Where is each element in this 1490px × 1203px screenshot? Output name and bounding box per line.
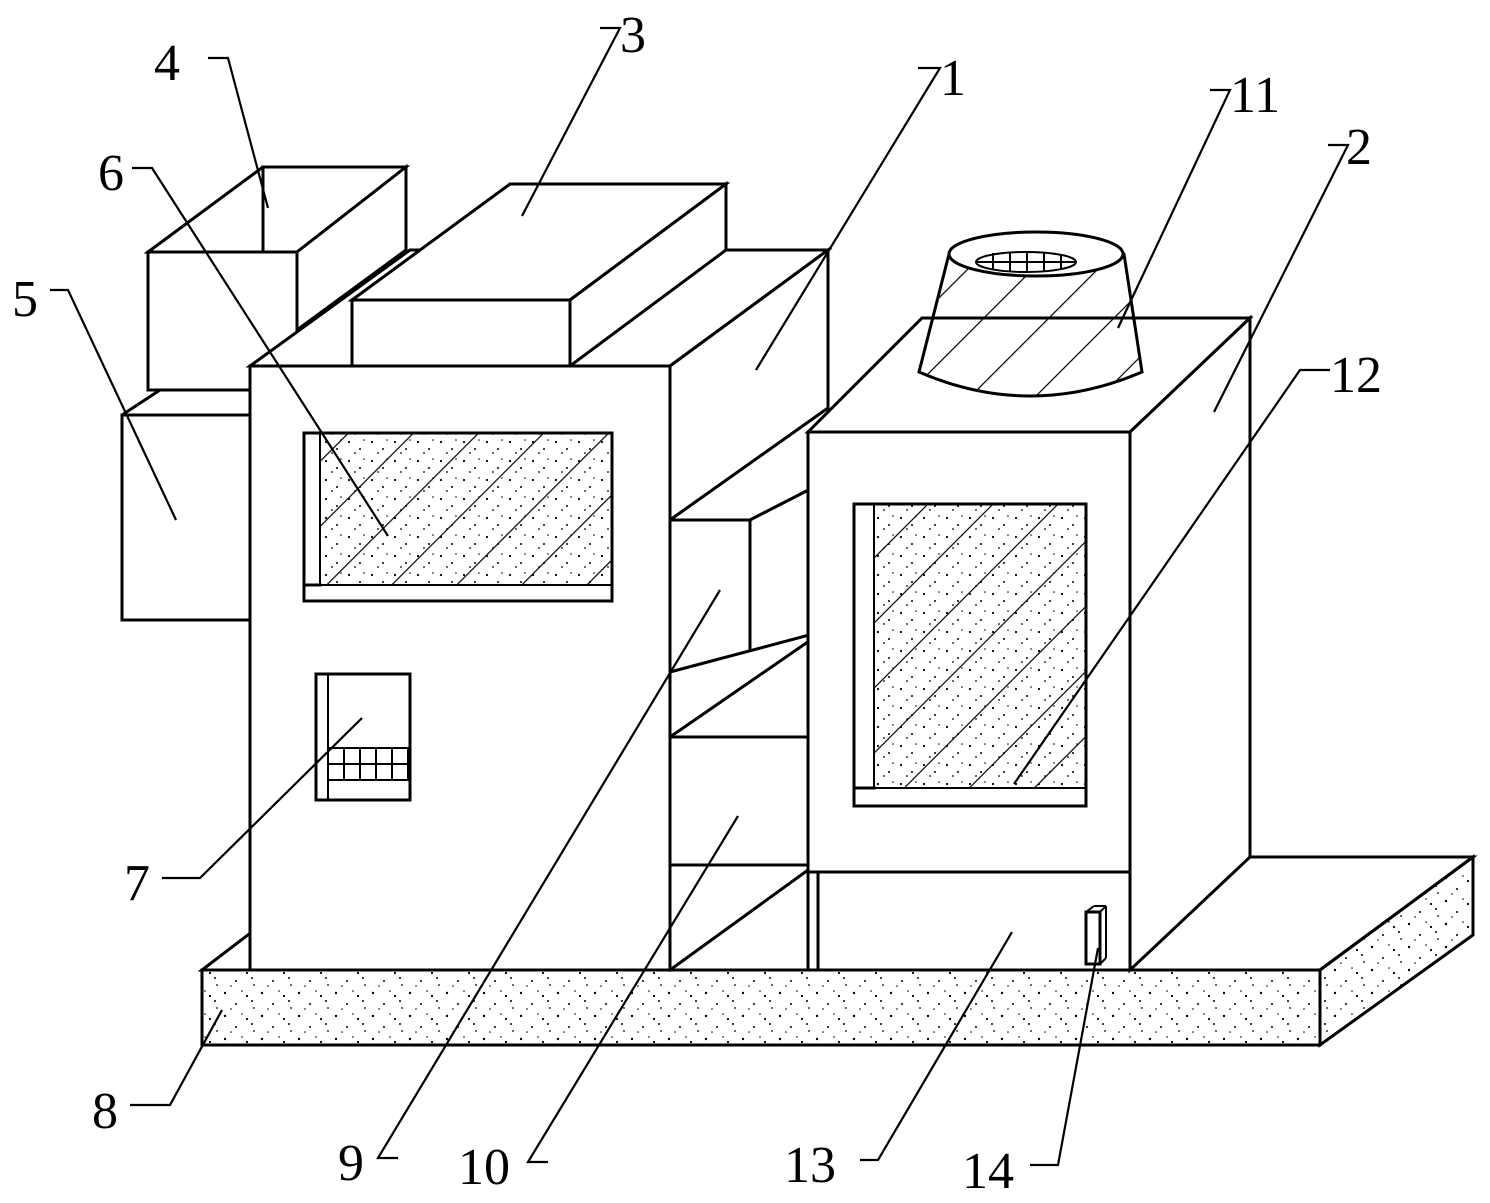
connector-module-10 bbox=[667, 625, 831, 973]
label-5: 5 bbox=[12, 271, 38, 328]
exhaust-cone-11 bbox=[917, 230, 1144, 398]
control-panel-7 bbox=[314, 672, 412, 802]
label-4: 4 bbox=[154, 35, 180, 92]
label-12: 12 bbox=[1330, 347, 1382, 404]
leader-lines bbox=[50, 26, 1350, 1167]
connector-module-9 bbox=[665, 405, 830, 675]
label-7: 7 bbox=[124, 855, 150, 912]
cabinet-window-12 bbox=[852, 502, 1088, 808]
label-1: 1 bbox=[940, 50, 966, 107]
display-window-6 bbox=[302, 431, 614, 603]
label-8: 8 bbox=[92, 1083, 118, 1140]
label-6: 6 bbox=[98, 145, 124, 202]
back-box-4 bbox=[143, 163, 411, 392]
label-9: 9 bbox=[338, 1135, 364, 1192]
back-box-5 bbox=[120, 388, 252, 622]
top-box-3 bbox=[347, 181, 731, 369]
label-13: 13 bbox=[784, 1137, 836, 1194]
label-10: 10 bbox=[458, 1139, 510, 1196]
label-14: 14 bbox=[962, 1143, 1014, 1200]
label-3: 3 bbox=[620, 7, 646, 64]
reference-labels: 1 2 3 4 5 6 7 8 9 10 11 12 13 14 bbox=[12, 7, 1382, 1200]
label-11: 11 bbox=[1230, 67, 1280, 124]
label-2: 2 bbox=[1346, 119, 1372, 176]
